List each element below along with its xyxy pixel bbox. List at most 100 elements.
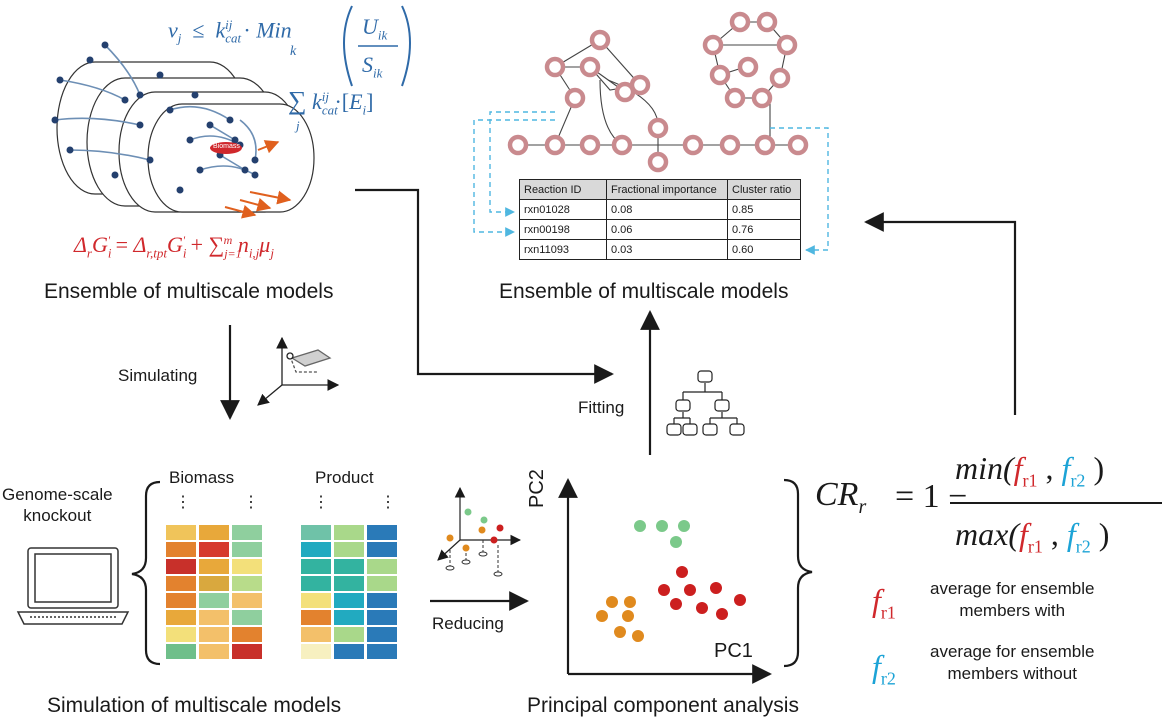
heatmap-cell (334, 610, 364, 625)
table-row: rxn00198 0.06 0.76 (519, 219, 801, 240)
formula-lhs: CRr (815, 476, 867, 518)
heatmap-cell (199, 559, 229, 574)
heatmap-cell (367, 610, 397, 625)
cell-fractional-importance: 0.06 (606, 219, 728, 240)
cell-model-ensemble (51, 41, 315, 219)
laptop-icon (16, 547, 130, 625)
heatmap-cell (334, 559, 364, 574)
cell-reaction-id: rxn01028 (519, 199, 607, 220)
cell-fractional-importance: 0.08 (606, 199, 728, 220)
heatmap-cell (334, 644, 364, 659)
ellipsis-biomass-2: ⋮ (243, 494, 259, 511)
heatmap-cell (166, 644, 196, 659)
cell-reaction-id: rxn00198 (519, 219, 607, 240)
pca-point (670, 536, 682, 548)
heatmap-cell (367, 559, 397, 574)
pca-point (614, 626, 626, 638)
capacity-equation-sub-k: k (290, 44, 297, 59)
heatmap-cell (334, 576, 364, 591)
heatmap-cell (334, 542, 364, 557)
simulation-axes-icon (257, 336, 340, 406)
table-row: rxn01028 0.08 0.85 (519, 199, 801, 220)
cell-cluster-ratio: 0.60 (727, 239, 801, 260)
flow-arrows (220, 188, 1017, 611)
biomass-header: Biomass (169, 468, 235, 487)
heatmap-cell (367, 542, 397, 557)
formula-denominator: max(fr1 , fr2 ) (955, 516, 1110, 557)
heatmap-cell (199, 627, 229, 642)
pca-point (696, 602, 708, 614)
pca-ylabel: PC2 (526, 469, 548, 508)
heatmap-cell (232, 593, 262, 608)
heatmap-cell (232, 542, 262, 557)
biomass-ellipse (210, 142, 242, 154)
reaction-table-header: Reaction ID Fractional importance Cluste… (519, 179, 801, 200)
heatmap-cell (334, 627, 364, 642)
reduction-scatter-icon (437, 486, 522, 577)
legend-fr2-text: average for ensemble members without (930, 642, 1095, 683)
pca-point (684, 584, 696, 596)
capacity-fraction-num: Uik (362, 14, 388, 43)
cell-cluster-ratio: 0.76 (727, 219, 801, 240)
formula-numerator: min(fr1 , fr2 ) (955, 450, 1105, 491)
heatmap-cell (232, 627, 262, 642)
col-cluster-ratio: Cluster ratio (727, 179, 801, 200)
heatmap-cell (232, 610, 262, 625)
heatmap-cell (334, 525, 364, 540)
col-reaction-id: Reaction ID (519, 179, 607, 200)
heatmap-cell (301, 559, 331, 574)
heatmap-cell (367, 644, 397, 659)
heatmap-cell (301, 542, 331, 557)
heatmap-cell (301, 644, 331, 659)
pca-point (716, 608, 728, 620)
cell-fractional-importance: 0.03 (606, 239, 728, 260)
heatmap-cell (166, 542, 196, 557)
pca-points (596, 520, 746, 642)
thermo-equation: ΔrGi' = Δr,tptGi' + ∑j=1m ni,jμj (74, 232, 274, 261)
heatmap-cell (232, 559, 262, 574)
knockout-label: Genome-scale knockout (2, 485, 113, 525)
heatmap-cell (166, 610, 196, 625)
ellipsis-product-2: ⋮ (380, 494, 396, 511)
heatmap-cell (199, 576, 229, 591)
capacity-sum-j: j (296, 118, 300, 133)
pca-caption: Principal component analysis (527, 694, 799, 717)
heatmap-cell (367, 576, 397, 591)
simulating-label: Simulating (118, 366, 198, 385)
heatmap-cell (232, 644, 262, 659)
heatmap-cell (367, 593, 397, 608)
heatmap-cell (232, 525, 262, 540)
product-header: Product (315, 468, 374, 487)
heatmap-cell (199, 610, 229, 625)
pca-axes (558, 478, 772, 684)
biomass-heatmap (166, 525, 262, 659)
reducing-label: Reducing (432, 614, 504, 633)
braces (131, 478, 813, 668)
capacity-sum: ∑ kcatij ·[Ei] (288, 86, 374, 118)
pca-point (676, 566, 688, 578)
ellipsis-product-1: ⋮ (313, 494, 329, 511)
reaction-table: Reaction ID Fractional importance Cluste… (519, 179, 801, 260)
cell-cluster-ratio: 0.85 (727, 199, 801, 220)
heatmap-cell (166, 593, 196, 608)
legend-fr2-symbol: fr2 (872, 648, 896, 689)
dendrogram-icon (666, 370, 745, 436)
pca-xlabel: PC1 (714, 640, 753, 662)
formula-one: = 1 − (895, 478, 968, 515)
heatmap-cell (199, 593, 229, 608)
heatmap-cell (199, 644, 229, 659)
heatmap-cell (367, 627, 397, 642)
col-fractional-importance: Fractional importance (606, 179, 728, 200)
pca-point (632, 630, 644, 642)
ellipsis-biomass-1: ⋮ (175, 494, 191, 511)
pca-point (710, 582, 722, 594)
heatmap-cell (301, 610, 331, 625)
heatmap-cell (166, 576, 196, 591)
pca-point (658, 584, 670, 596)
heatmap-cell (301, 576, 331, 591)
capacity-fraction-den: Sik (362, 52, 383, 81)
capacity-equation: vj ≤ kcatij · Min (168, 17, 292, 46)
fitting-label: Fitting (578, 398, 625, 417)
top-right-caption: Ensemble of multiscale models (499, 280, 789, 303)
